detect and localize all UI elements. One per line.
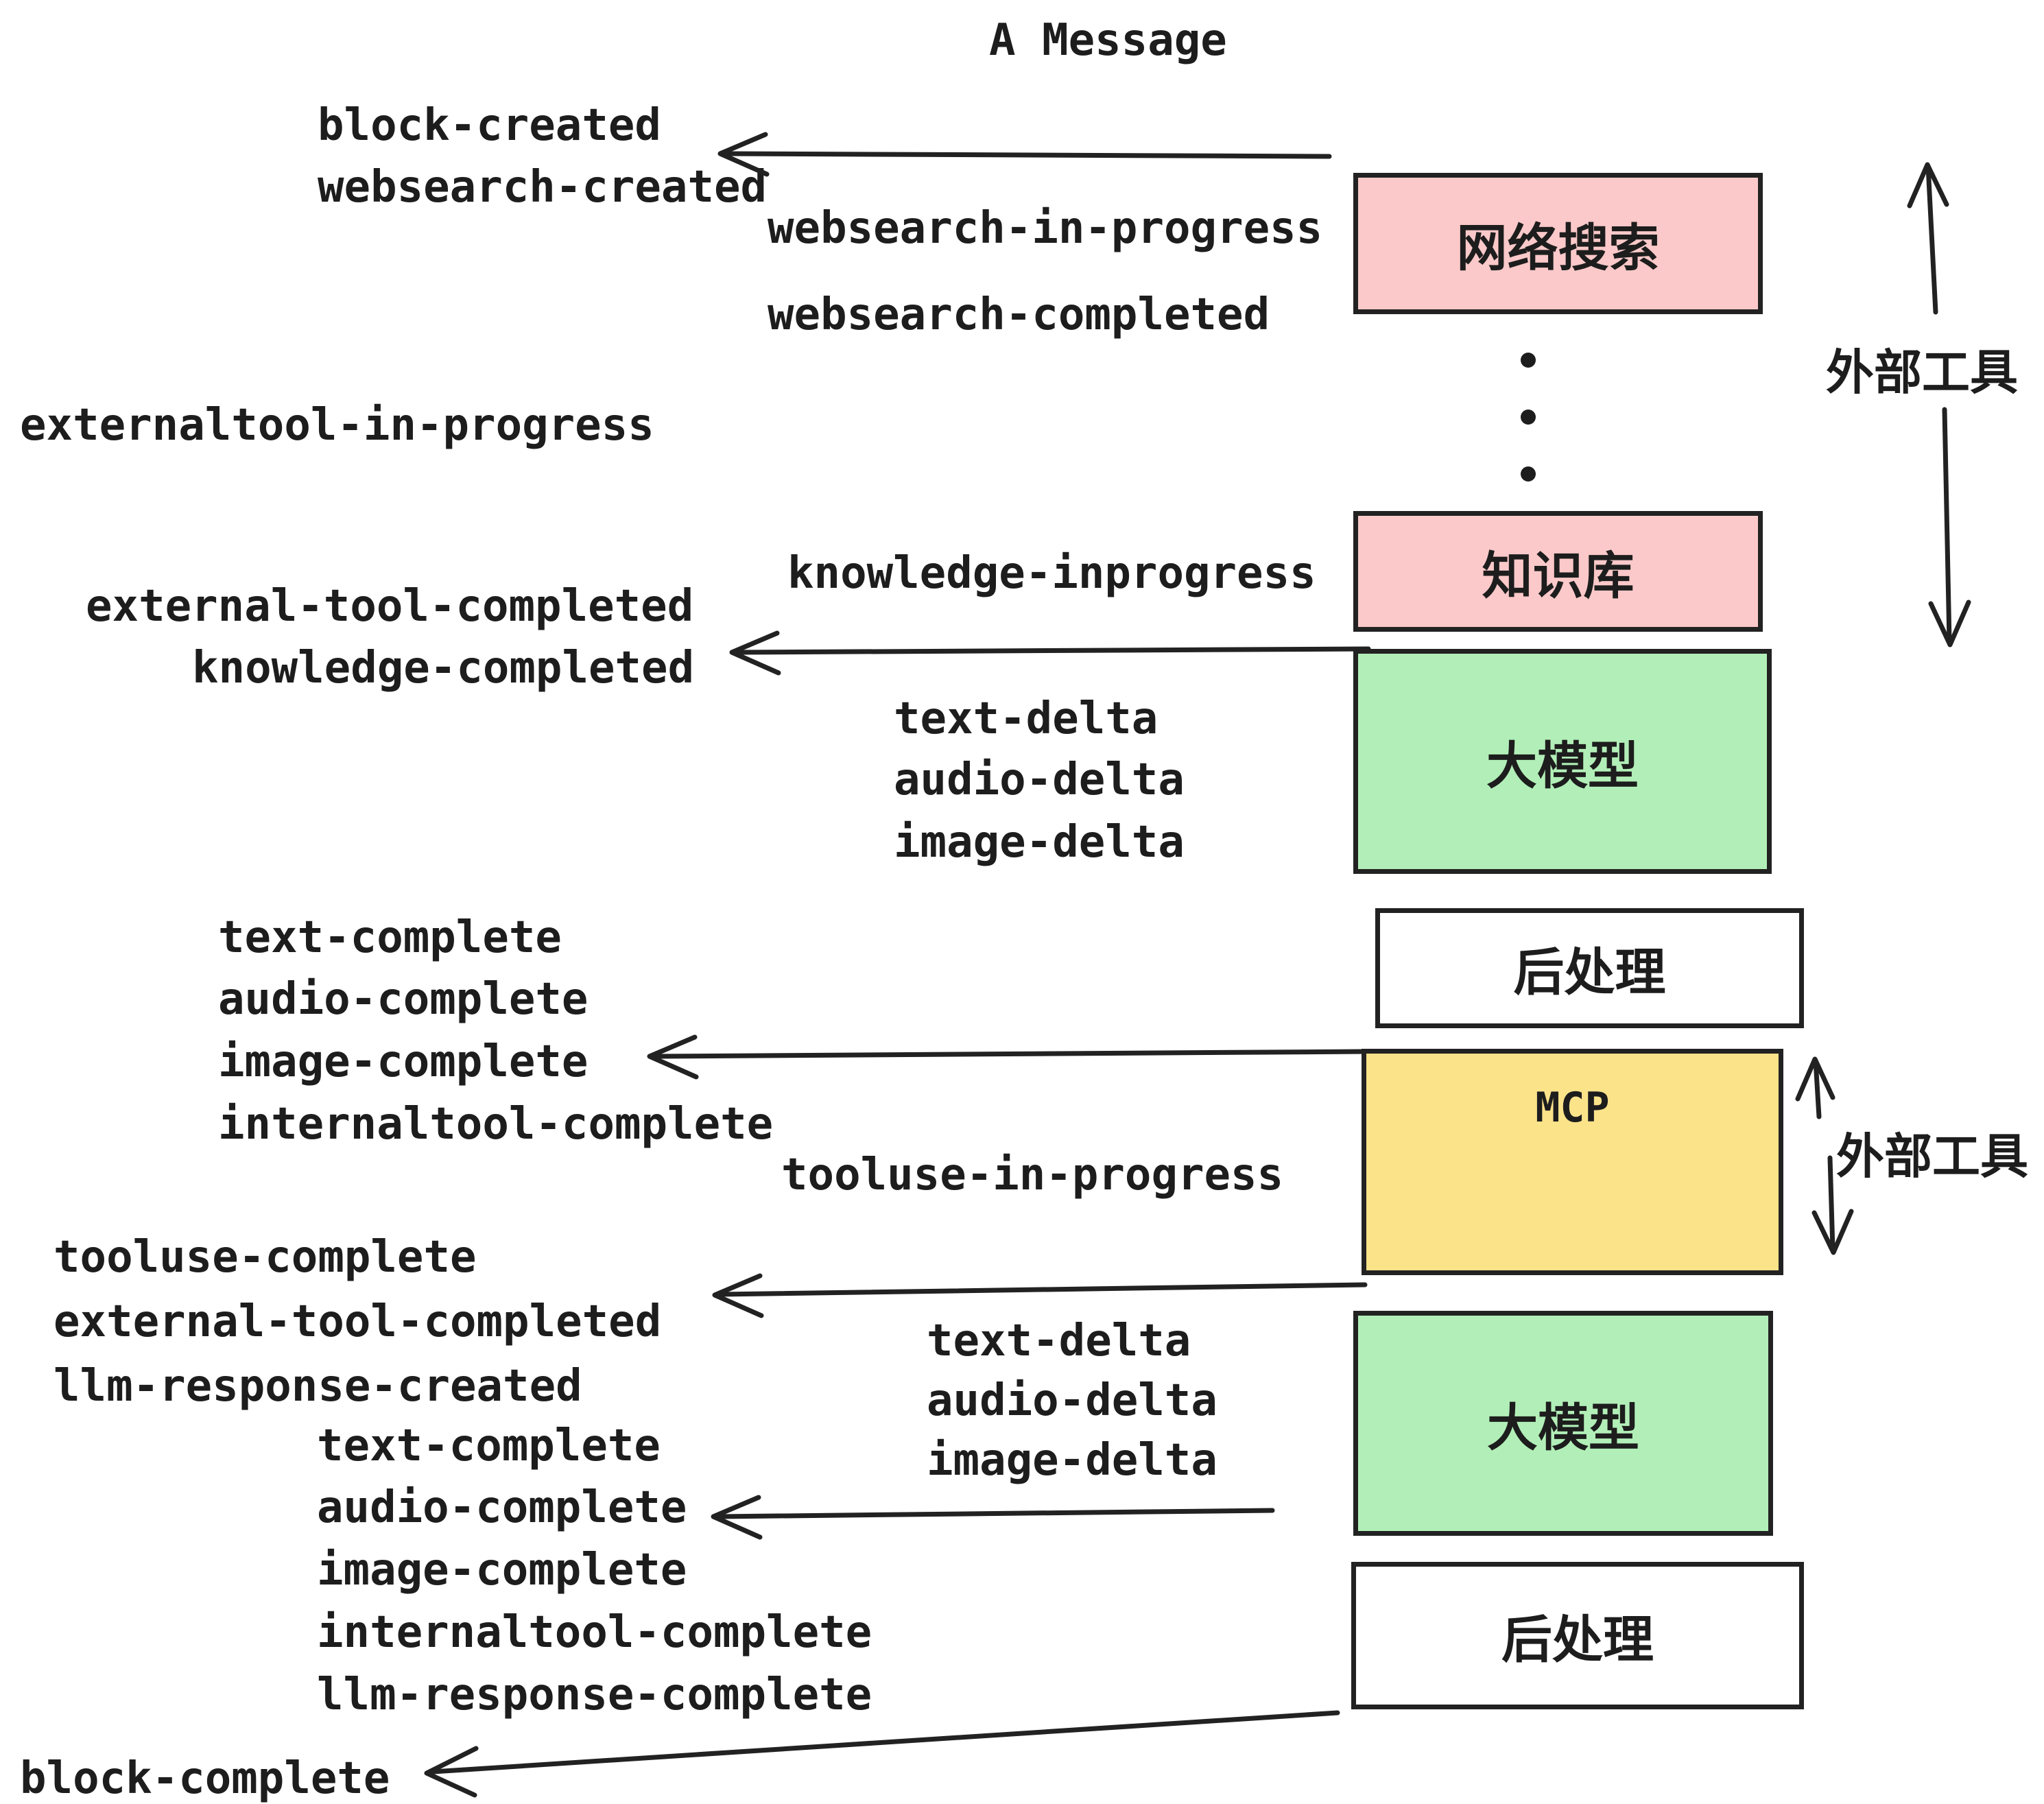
arrow-to-block-complete-head-icon — [424, 1746, 479, 1798]
diagram-title: A Message — [989, 15, 1227, 66]
event-knowledge-inprogress: knowledge-inprogress — [787, 548, 1316, 599]
event-websearch-completed: websearch-completed — [768, 289, 1270, 340]
mcp-external-tool-arrow-down-head-icon — [1811, 1209, 1854, 1255]
arrow-to-knowledge-completed — [735, 646, 1371, 655]
event-externaltool-in-progress: externaltool-in-progress — [20, 400, 654, 451]
box-postprocess-1: 后处理 — [1375, 908, 1804, 1028]
event-audio-complete: audio-complete — [218, 974, 589, 1025]
box-knowledge-label: 知识库 — [1482, 546, 1635, 606]
ellipsis-dot-3 — [1521, 466, 1536, 482]
event-text-complete-2: text-complete — [317, 1421, 661, 1471]
box-knowledge: 知识库 — [1353, 511, 1763, 632]
arrow-to-external-tool-completed — [717, 1282, 1368, 1297]
box-llm-1-label: 大模型 — [1486, 736, 1639, 796]
event-text-complete: text-complete — [218, 912, 562, 963]
external-tool-arrow-up-head-icon — [1907, 162, 1949, 209]
arrow-to-audio-complete-head-icon — [711, 1495, 763, 1540]
mcp-external-tool-arrow-up — [1813, 1058, 1822, 1119]
box-websearch: 网络搜索 — [1353, 173, 1763, 314]
arrow-to-image-complete — [652, 1049, 1368, 1059]
external-tool-arrow-down — [1942, 407, 1952, 644]
box-postprocess-2-label: 后处理 — [1501, 1611, 1654, 1670]
event-text-delta-2: text-delta — [927, 1316, 1191, 1366]
event-audio-delta: audio-delta — [894, 755, 1185, 805]
event-image-complete: image-complete — [218, 1036, 589, 1087]
event-audio-delta-2: audio-delta — [927, 1375, 1217, 1426]
event-image-complete-2: image-complete — [317, 1545, 687, 1595]
event-websearch-in-progress: websearch-in-progress — [768, 203, 1323, 254]
event-llm-response-created: llm-response-created — [54, 1361, 582, 1412]
ellipsis-dot-1 — [1521, 353, 1536, 368]
event-tooluse-complete: tooluse-complete — [54, 1232, 477, 1283]
arrow-to-audio-complete — [716, 1508, 1275, 1519]
event-image-delta: image-delta — [894, 817, 1185, 868]
event-block-complete: block-complete — [20, 1753, 390, 1804]
arrow-to-external-tool-completed-head-icon — [712, 1273, 764, 1318]
event-internaltool-complete: internaltool-complete — [218, 1099, 774, 1150]
box-mcp-label: MCP — [1535, 1084, 1610, 1132]
arrow-to-block-complete — [431, 1710, 1340, 1775]
event-tooluse-in-progress: tooluse-in-progress — [781, 1150, 1284, 1200]
event-block-created: block-created — [318, 100, 661, 151]
box-postprocess-1-label: 后处理 — [1513, 943, 1666, 1002]
event-knowledge-completed: knowledge-completed — [192, 643, 695, 693]
external-tool-arrow-up — [1925, 163, 1938, 315]
event-internaltool-complete-2: internaltool-complete — [317, 1607, 872, 1658]
external-tool-label-top: 外部工具 — [1826, 344, 2018, 401]
event-image-delta-2: image-delta — [927, 1435, 1217, 1486]
event-external-tool-completed-2: external-tool-completed — [54, 1296, 662, 1347]
event-llm-response-complete: llm-response-complete — [317, 1670, 872, 1720]
box-websearch-label: 网络搜索 — [1456, 218, 1660, 278]
external-tool-label-mcp: 外部工具 — [1836, 1128, 2028, 1185]
box-mcp: MCP — [1362, 1049, 1783, 1275]
event-text-delta: text-delta — [894, 693, 1158, 744]
box-postprocess-2: 后处理 — [1351, 1562, 1804, 1709]
event-audio-complete-2: audio-complete — [317, 1482, 687, 1533]
box-llm-2: 大模型 — [1353, 1311, 1773, 1536]
mcp-external-tool-arrow-down — [1827, 1155, 1835, 1253]
event-websearch-created: websearch-created — [318, 162, 768, 213]
mcp-external-tool-arrow-up-head-icon — [1795, 1056, 1835, 1102]
box-llm-2-label: 大模型 — [1487, 1398, 1639, 1458]
arrow-to-websearch-created — [723, 151, 1332, 159]
arrow-to-image-complete-head-icon — [647, 1034, 699, 1080]
box-llm-1: 大模型 — [1353, 649, 1772, 874]
event-external-tool-completed: external-tool-completed — [86, 581, 694, 632]
arrow-to-knowledge-completed-head-icon — [729, 630, 781, 676]
external-tool-arrow-down-head-icon — [1928, 600, 1971, 648]
ellipsis-dot-2 — [1521, 410, 1536, 425]
